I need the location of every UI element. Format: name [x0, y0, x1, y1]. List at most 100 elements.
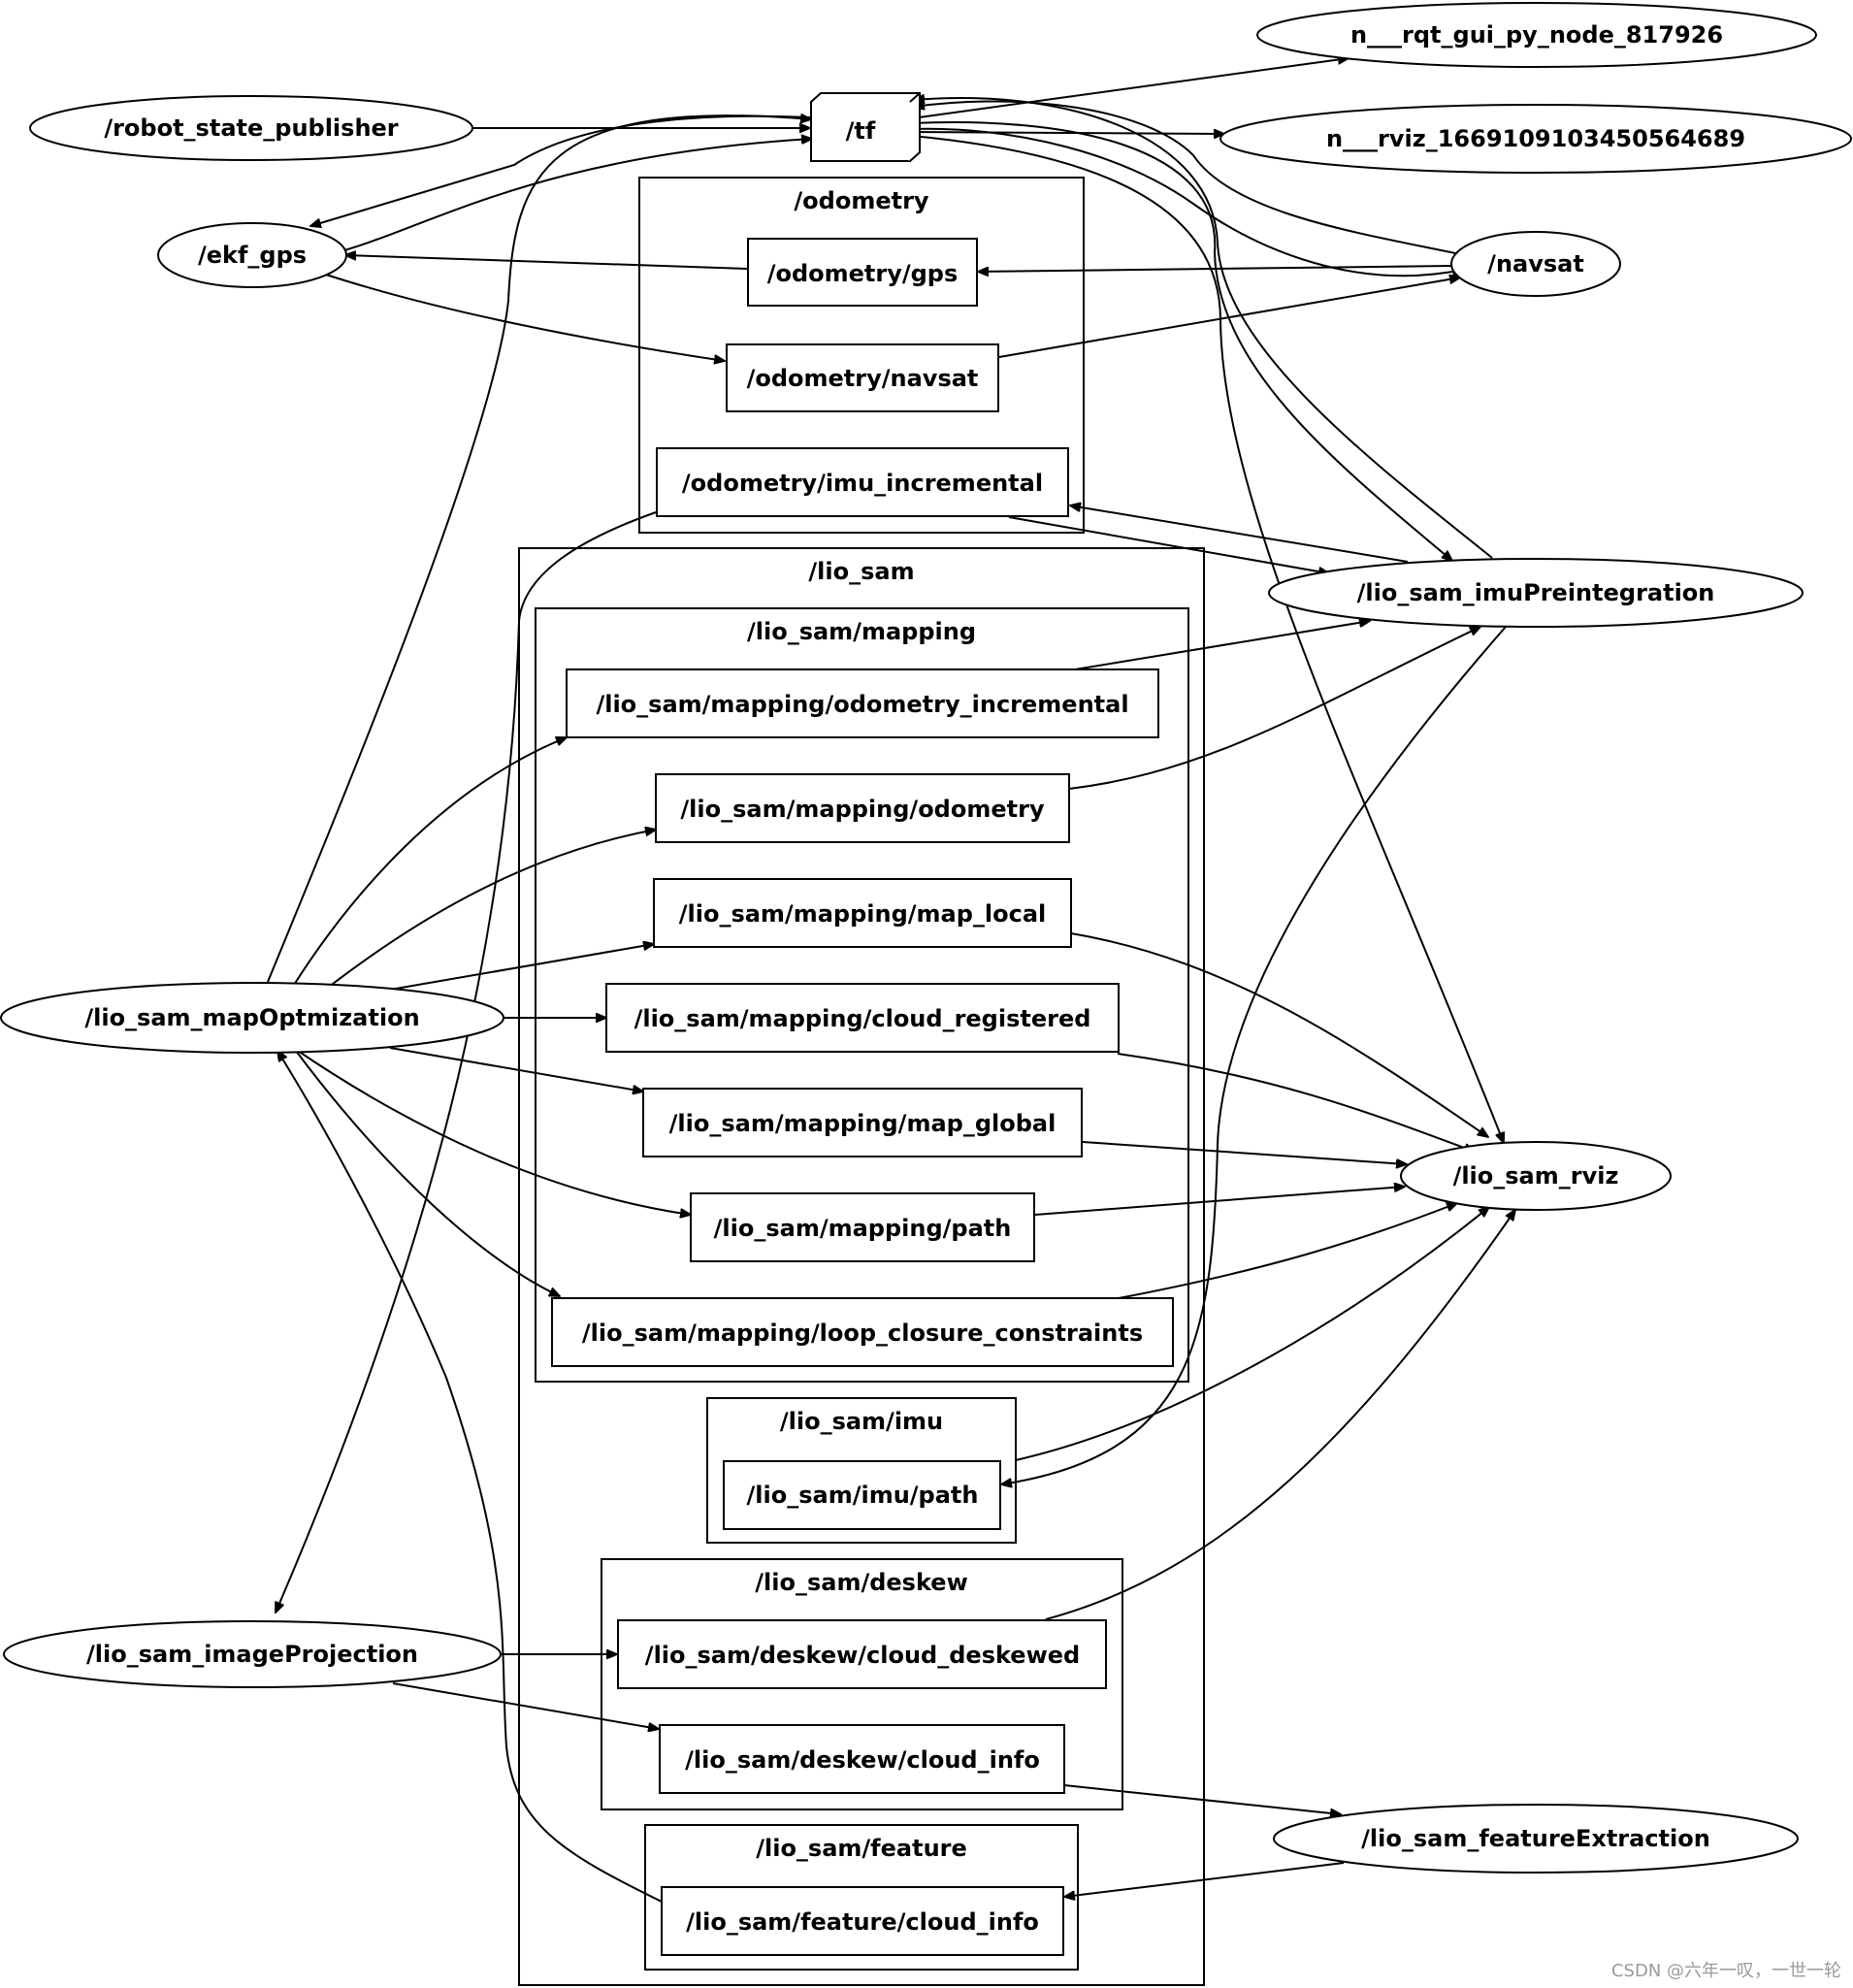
edge-tf-to-rviz [911, 132, 1224, 134]
edge-imu-preintegration-to-imu-incremental [1070, 505, 1409, 563]
topic-mapping-loop-closure-constraints[interactable]: /lio_sam/mapping/loop_closure_constraint… [551, 1297, 1174, 1367]
topic-deskew-cloud-deskewed-label: /lio_sam/deskew/cloud_deskewed [645, 1642, 1080, 1669]
edge-odometry-incremental-to-imu-preintegration [1074, 621, 1370, 670]
edge-ekf-gps-to-tf [343, 139, 812, 251]
edge-map-optmization-to-map-local [389, 944, 654, 991]
edge-loop-closure-to-lio-sam-rviz [1118, 1203, 1457, 1299]
cluster-imu-label: /lio_sam/imu [780, 1408, 943, 1435]
topic-feature-cloud-info-label: /lio_sam/feature/cloud_info [686, 1908, 1039, 1936]
edge-imu-incremental-to-image-projection [275, 511, 657, 1613]
cluster-odometry: /odometry [638, 177, 1085, 534]
edge-ekf-gps-to-odometry-navsat [325, 274, 725, 361]
edge-map-optmization-to-odometry-incremental [280, 737, 567, 1006]
edge-map-optmization-to-mapping-odometry [295, 830, 656, 1014]
topic-tf-label: /tf [846, 117, 876, 145]
topic-mapping-odometry-incremental-label: /lio_sam/mapping/odometry_incremental [596, 691, 1128, 718]
edge-map-optmization-to-map-global [389, 1047, 643, 1092]
node-map-optmization[interactable]: /lio_sam_mapOptmization [0, 982, 504, 1054]
edge-map-optmization-to-loop-closure [295, 1050, 560, 1296]
edge-imu-path-to-lio-sam-rviz [1015, 1207, 1489, 1461]
topic-deskew-cloud-deskewed[interactable]: /lio_sam/deskew/cloud_deskewed [617, 1619, 1107, 1689]
edge-map-global-to-lio-sam-rviz [1082, 1141, 1407, 1164]
edge-cloud-deskewed-to-lio-sam-rviz [1045, 1210, 1515, 1620]
topic-odometry-imu-incremental-label: /odometry/imu_incremental [682, 470, 1043, 497]
edge-map-local-to-lio-sam-rviz [1070, 932, 1488, 1137]
topic-odometry-navsat-label: /odometry/navsat [747, 365, 979, 392]
node-feature-extraction-label: /lio_sam_featureExtraction [1361, 1825, 1710, 1852]
topic-odometry-gps-label: /odometry/gps [767, 260, 959, 287]
edge-navsat-to-odometry-gps [978, 265, 1452, 272]
topic-odometry-navsat[interactable]: /odometry/navsat [726, 343, 999, 412]
cluster-lio-sam-feature: /lio_sam/feature [644, 1824, 1079, 1971]
edge-mapping-path-to-lio-sam-rviz [1034, 1187, 1405, 1216]
topic-mapping-map-local-label: /lio_sam/mapping/map_local [679, 900, 1047, 928]
edge-imu-incremental-to-imu-preintegration [1008, 516, 1329, 573]
edges [267, 58, 1515, 1903]
edge-navsat-to-tf [914, 100, 1461, 255]
cluster-mapping-label: /lio_sam/mapping [747, 618, 976, 645]
node-navsat[interactable]: /navsat [1450, 231, 1621, 297]
topic-mapping-map-local[interactable]: /lio_sam/mapping/map_local [653, 878, 1072, 948]
node-ekf-gps[interactable]: /ekf_gps [157, 222, 347, 288]
topic-mapping-map-global[interactable]: /lio_sam/mapping/map_global [642, 1088, 1083, 1157]
edge-mapping-odometry-to-imu-preintegration [1068, 627, 1480, 790]
topic-mapping-loop-closure-constraints-label: /lio_sam/mapping/loop_closure_constraint… [582, 1320, 1143, 1347]
cluster-lio-sam-label: /lio_sam [808, 558, 914, 585]
edge-imu-preintegration-to-imu-path [1001, 626, 1507, 1484]
cluster-lio-sam-deskew: /lio_sam/deskew [601, 1558, 1123, 1810]
node-rqt-gui-label: n___rqt_gui_py_node_817926 [1350, 21, 1723, 49]
cluster-lio-sam-imu: /lio_sam/imu [706, 1397, 1017, 1544]
node-image-projection[interactable]: /lio_sam_imageProjection [3, 1620, 502, 1688]
edge-odometry-navsat-to-navsat [998, 277, 1460, 358]
topic-tf[interactable]: /tf [810, 92, 921, 162]
node-feature-extraction[interactable]: /lio_sam_featureExtraction [1273, 1804, 1799, 1874]
topic-odometry-gps[interactable]: /odometry/gps [747, 238, 978, 307]
node-rviz-label: n___rviz_1669109103450564689 [1326, 125, 1745, 152]
cluster-lio-sam: /lio_sam [518, 547, 1205, 1986]
topic-feature-cloud-info[interactable]: /lio_sam/feature/cloud_info [661, 1886, 1064, 1956]
edge-image-projection-to-deskew-cloud-info [392, 1682, 659, 1729]
edge-odometry-gps-to-ekf-gps [345, 255, 748, 270]
node-robot-state-publisher[interactable]: /robot_state_publisher [29, 95, 473, 161]
topic-mapping-odometry[interactable]: /lio_sam/mapping/odometry [655, 773, 1070, 843]
node-rviz[interactable]: n___rviz_1669109103450564689 [1219, 104, 1852, 174]
edge-tf-to-navsat [911, 127, 1463, 276]
edge-deskew-cloud-info-to-feature-extraction [1063, 1784, 1341, 1814]
topic-imu-path[interactable]: /lio_sam/imu/path [723, 1460, 1001, 1530]
edge-tf-to-imu-preintegration [911, 121, 1452, 561]
edge-cloud-registered-to-lio-sam-rviz [1117, 1053, 1475, 1152]
node-imu-preintegration-label: /lio_sam_imuPreintegration [1357, 579, 1715, 606]
edge-imu-preintegration-to-tf [914, 98, 1493, 559]
edge-map-optmization-to-mapping-path [294, 1048, 691, 1215]
topic-mapping-odometry-label: /lio_sam/mapping/odometry [680, 796, 1045, 823]
topic-mapping-path-label: /lio_sam/mapping/path [714, 1215, 1012, 1242]
watermark: CSDN @六年一叹，一世一轮 [1610, 1961, 1841, 1981]
node-ekf-gps-label: /ekf_gps [198, 242, 307, 269]
topic-mapping-path[interactable]: /lio_sam/mapping/path [690, 1192, 1035, 1262]
node-image-projection-label: /lio_sam_imageProjection [86, 1641, 418, 1668]
edge-feature-cloud-info-to-map-optmization [277, 1051, 663, 1903]
topic-mapping-map-global-label: /lio_sam/mapping/map_global [669, 1110, 1057, 1137]
topic-deskew-cloud-info[interactable]: /lio_sam/deskew/cloud_info [659, 1724, 1065, 1794]
topic-imu-path-label: /lio_sam/imu/path [747, 1482, 979, 1509]
node-lio-sam-rviz-label: /lio_sam_rviz [1453, 1162, 1619, 1190]
cluster-odometry-label: /odometry [794, 187, 929, 214]
edge-map-optmization-to-tf [267, 115, 811, 983]
node-imu-preintegration[interactable]: /lio_sam_imuPreintegration [1268, 558, 1804, 628]
edge-tf-to-lio-sam-rviz [911, 135, 1504, 1143]
cluster-feature-label: /lio_sam/feature [756, 1835, 967, 1862]
topic-odometry-imu-incremental[interactable]: /odometry/imu_incremental [656, 447, 1069, 517]
node-navsat-label: /navsat [1487, 250, 1584, 277]
node-lio-sam-rviz[interactable]: /lio_sam_rviz [1400, 1141, 1672, 1211]
topic-mapping-odometry-incremental[interactable]: /lio_sam/mapping/odometry_incremental [566, 668, 1159, 738]
cluster-lio-sam-mapping: /lio_sam/mapping [535, 607, 1189, 1383]
cluster-deskew-label: /lio_sam/deskew [755, 1569, 967, 1596]
topic-mapping-cloud-registered-label: /lio_sam/mapping/cloud_registered [634, 1005, 1091, 1032]
edge-tf-to-rqt-gui [911, 58, 1349, 119]
node-map-optmization-label: /lio_sam_mapOptmization [84, 1004, 419, 1031]
node-robot-state-publisher-label: /robot_state_publisher [104, 114, 398, 142]
topic-mapping-cloud-registered[interactable]: /lio_sam/mapping/cloud_registered [605, 983, 1120, 1053]
node-rqt-gui[interactable]: n___rqt_gui_py_node_817926 [1256, 2, 1817, 68]
topic-deskew-cloud-info-label: /lio_sam/deskew/cloud_info [685, 1746, 1040, 1774]
